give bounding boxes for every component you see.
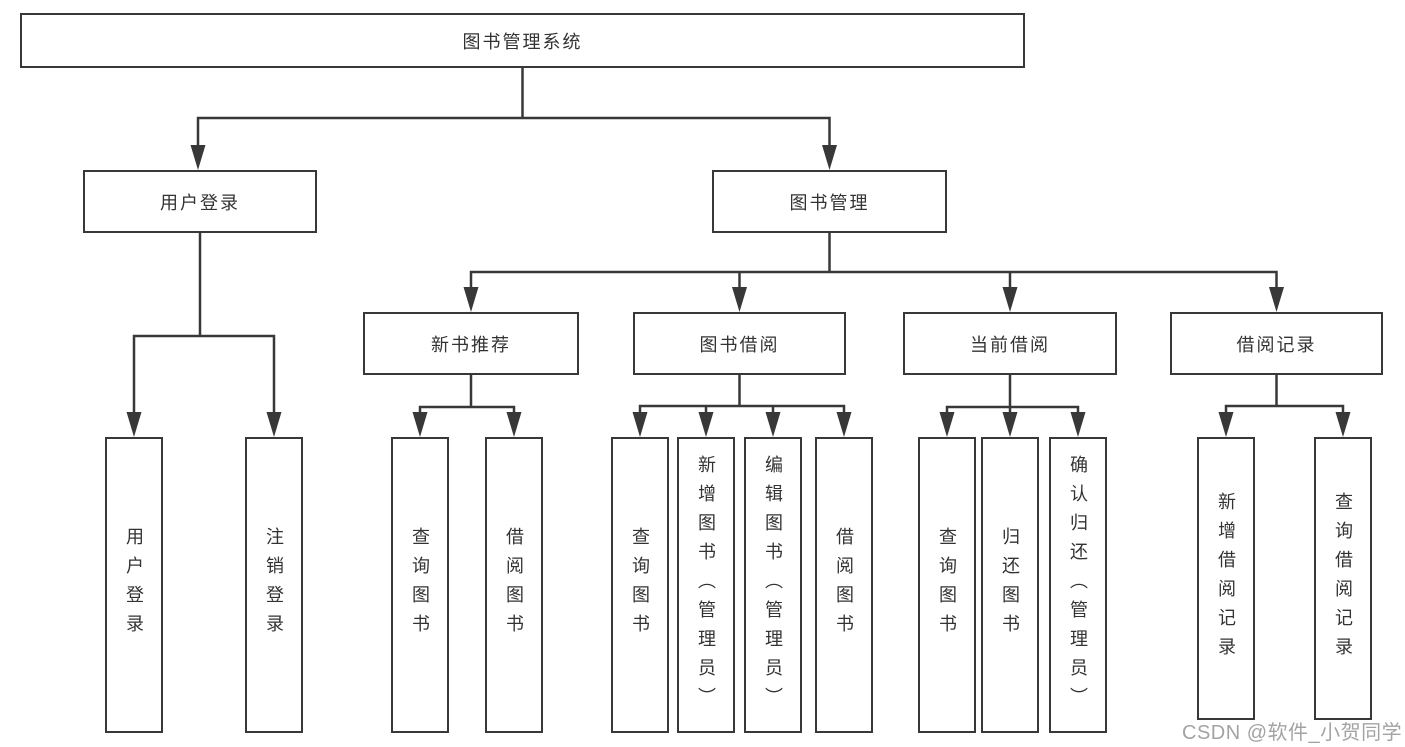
node-book-management: 图书管理 bbox=[712, 170, 947, 233]
leaf-query-books-borrow: 查询图书 bbox=[611, 437, 669, 733]
node-new-book-recommend: 新书推荐 bbox=[363, 312, 579, 375]
leaf-label: 借阅图书 bbox=[504, 527, 524, 643]
node-label: 借阅记录 bbox=[1236, 334, 1317, 355]
leaf-query-books-current: 查询图书 bbox=[918, 437, 976, 733]
arrow-down-icon bbox=[1002, 412, 1018, 437]
leaf-user-login: 用户登录 bbox=[105, 437, 163, 733]
leaf-label: 查询图书 bbox=[410, 527, 430, 643]
leaf-borrow-books-recommend: 借阅图书 bbox=[485, 437, 543, 733]
leaf-confirm-return-admin: 确认归还（管理员） bbox=[1049, 437, 1107, 733]
arrow-down-icon bbox=[632, 412, 648, 437]
leaf-edit-book-admin: 编辑图书（管理员） bbox=[744, 437, 802, 733]
leaf-label: 注销登录 bbox=[264, 527, 284, 643]
node-label: 用户登录 bbox=[160, 192, 240, 213]
leaf-query-borrow-record: 查询借阅记录 bbox=[1314, 437, 1372, 720]
leaf-label: 确认归还（管理员） bbox=[1068, 454, 1088, 716]
arrow-down-icon bbox=[939, 412, 955, 437]
node-current-borrow: 当前借阅 bbox=[903, 312, 1117, 375]
leaf-label: 查询图书 bbox=[937, 527, 957, 643]
leaf-label: 查询借阅记录 bbox=[1333, 491, 1353, 666]
leaf-return-book: 归还图书 bbox=[981, 437, 1039, 733]
node-label: 新书推荐 bbox=[431, 334, 511, 355]
leaf-add-borrow-record: 新增借阅记录 bbox=[1197, 437, 1255, 720]
node-user-login: 用户登录 bbox=[83, 170, 317, 233]
leaf-label: 归还图书 bbox=[1000, 527, 1020, 643]
node-label: 图书管理 bbox=[789, 192, 870, 213]
leaf-add-book-admin: 新增图书（管理员） bbox=[677, 437, 735, 733]
node-label: 图书借阅 bbox=[699, 334, 780, 355]
arrow-down-icon bbox=[1269, 287, 1284, 312]
leaf-borrow-books: 借阅图书 bbox=[815, 437, 873, 733]
leaf-label: 用户登录 bbox=[124, 527, 144, 643]
leaf-label: 新增借阅记录 bbox=[1216, 491, 1236, 666]
arrow-down-icon bbox=[266, 412, 282, 437]
arrow-down-icon bbox=[506, 412, 522, 437]
arrow-down-icon bbox=[1218, 412, 1234, 437]
arrow-down-icon bbox=[1002, 287, 1018, 312]
arrow-down-icon bbox=[822, 145, 837, 170]
arrow-down-icon bbox=[765, 412, 781, 437]
node-label: 当前借阅 bbox=[970, 334, 1050, 355]
node-label: 图书管理系统 bbox=[462, 31, 583, 52]
arrow-down-icon bbox=[732, 287, 747, 312]
leaf-label: 查询图书 bbox=[630, 527, 650, 643]
arrow-down-icon bbox=[126, 412, 142, 437]
arrow-down-icon bbox=[1335, 412, 1351, 437]
arrow-down-icon bbox=[463, 287, 479, 312]
leaf-label: 编辑图书（管理员） bbox=[763, 454, 783, 716]
node-borrow-records: 借阅记录 bbox=[1170, 312, 1383, 375]
arrow-down-icon bbox=[1070, 412, 1086, 437]
arrow-down-icon bbox=[698, 412, 714, 437]
leaf-query-books-recommend: 查询图书 bbox=[391, 437, 449, 733]
arrow-down-icon bbox=[190, 145, 206, 170]
leaf-label: 新增图书（管理员） bbox=[696, 454, 716, 716]
arrow-down-icon bbox=[412, 412, 428, 437]
leaf-label: 借阅图书 bbox=[834, 527, 854, 643]
node-book-borrow: 图书借阅 bbox=[633, 312, 846, 375]
node-library-management-system: 图书管理系统 bbox=[20, 13, 1025, 68]
leaf-logout: 注销登录 bbox=[245, 437, 303, 733]
csdn-watermark: CSDN @软件_小贺同学 bbox=[1182, 722, 1403, 744]
arrowheads bbox=[126, 145, 1351, 437]
connector-paths bbox=[132, 66, 1345, 419]
arrow-down-icon bbox=[836, 412, 852, 437]
